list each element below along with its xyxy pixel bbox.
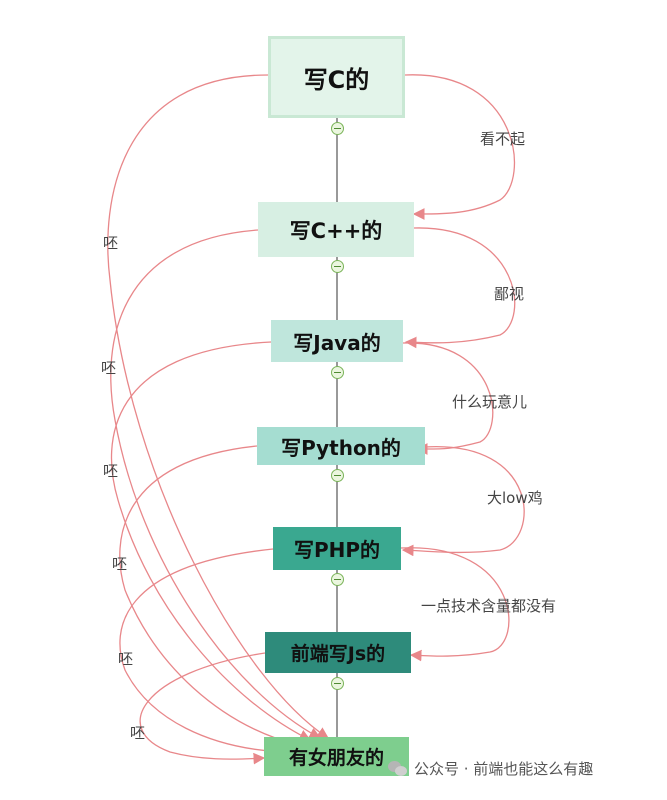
edge-label-big-low: 大low鸡	[487, 489, 543, 507]
node-java-programmer[interactable]: 写Java的	[271, 320, 403, 362]
arrow-python-to-php	[401, 446, 525, 557]
arrow-cpp-to-java	[404, 227, 516, 349]
edge-label-spit: 呸	[118, 650, 134, 668]
edge-label-spit: 呸	[130, 724, 146, 742]
collapse-toggle-icon[interactable]	[331, 122, 344, 135]
edge-label-despise: 鄙视	[494, 285, 525, 303]
node-js-frontend[interactable]: 前端写Js的	[265, 632, 411, 673]
edge-label-spit: 呸	[103, 462, 119, 480]
arrow-js-to-gf	[139, 652, 266, 765]
arrow-python-to-gf	[119, 445, 300, 749]
arrow-php-to-gf	[119, 548, 284, 758]
edge-label-look-down: 看不起	[480, 130, 526, 148]
collapse-toggle-icon[interactable]	[331, 573, 344, 586]
collapse-toggle-icon[interactable]	[331, 260, 344, 273]
edge-label-what-is-this: 什么玩意儿	[452, 393, 528, 411]
edge-label-no-skill: 一点技术含量都没有	[421, 597, 557, 615]
edge-label-spit: 呸	[103, 234, 119, 252]
collapse-toggle-icon[interactable]	[331, 366, 344, 379]
node-python-programmer[interactable]: 写Python的	[257, 427, 425, 465]
edge-label-spit: 呸	[101, 359, 117, 377]
arrow-c-to-gf	[107, 74, 329, 739]
watermark-text: 公众号 · 前端也能这么有趣	[414, 760, 594, 778]
node-php-programmer[interactable]: 写PHP的	[273, 527, 401, 570]
arrow-php-to-js	[400, 547, 510, 662]
wechat-icon	[388, 760, 408, 777]
edge-label-spit: 呸	[112, 555, 128, 573]
node-has-girlfriend[interactable]: 有女朋友的	[264, 737, 409, 776]
collapse-toggle-icon[interactable]	[331, 677, 344, 690]
collapse-toggle-icon[interactable]	[331, 469, 344, 482]
node-cpp-programmer[interactable]: 写C++的	[258, 202, 414, 257]
watermark: 公众号 · 前端也能这么有趣	[388, 758, 593, 779]
arrow-cpp-to-gf	[110, 229, 322, 739]
node-c-programmer[interactable]: 写C的	[268, 36, 405, 118]
arrow-java-to-python	[402, 342, 494, 455]
arrow-java-to-gf	[110, 341, 312, 741]
arrow-c-to-cpp	[404, 74, 516, 220]
